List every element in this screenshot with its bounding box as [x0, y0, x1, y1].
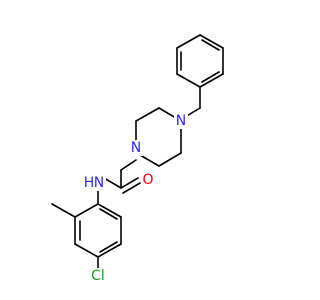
bond-pip-5 — [158, 152, 182, 167]
bond-co-2 — [122, 182, 141, 194]
atom-n-amide: N — [94, 175, 104, 191]
bond-pip-4 — [139, 154, 160, 167]
atom-n-piperazine-top: N — [176, 113, 186, 129]
bond-ar-4 — [97, 243, 122, 258]
bond-ph-4 — [176, 73, 201, 88]
bond-ph-1 — [199, 34, 224, 49]
bond-ar-6 — [97, 203, 122, 218]
bond-ph-inner-1 — [201, 39, 220, 51]
atom-cl: Cl — [91, 268, 105, 284]
label-bg-amide-n — [84, 175, 106, 191]
atom-h-amide: H — [84, 175, 95, 191]
bond-ph-6 — [176, 34, 201, 49]
label-bg-o — [141, 172, 155, 188]
atom-n-piperazine-bottom: N — [131, 140, 141, 156]
bond-ar-1 — [74, 203, 99, 218]
bond-ar-3 — [74, 243, 99, 258]
bond-ph-inner-2 — [201, 71, 220, 83]
bond-co-1 — [120, 177, 139, 189]
label-bg-n-bottom — [129, 140, 143, 156]
label-bg-n-top — [174, 113, 188, 129]
bond-ar-inner-3 — [99, 208, 118, 220]
label-bg-cl — [88, 268, 108, 284]
molecule-structure: N N H N O Cl — [51, 34, 224, 284]
bond-pip-ch2 — [120, 159, 137, 171]
bond-pip-2 — [135, 107, 160, 122]
bond-carbonyl-n — [103, 177, 122, 189]
bond-ph-3 — [199, 73, 224, 88]
atom-o-carbonyl: O — [142, 172, 153, 188]
bond-methyl — [51, 203, 76, 218]
bond-ar-inner-2 — [99, 241, 118, 253]
atom-labels: N N H N O Cl — [84, 113, 188, 284]
